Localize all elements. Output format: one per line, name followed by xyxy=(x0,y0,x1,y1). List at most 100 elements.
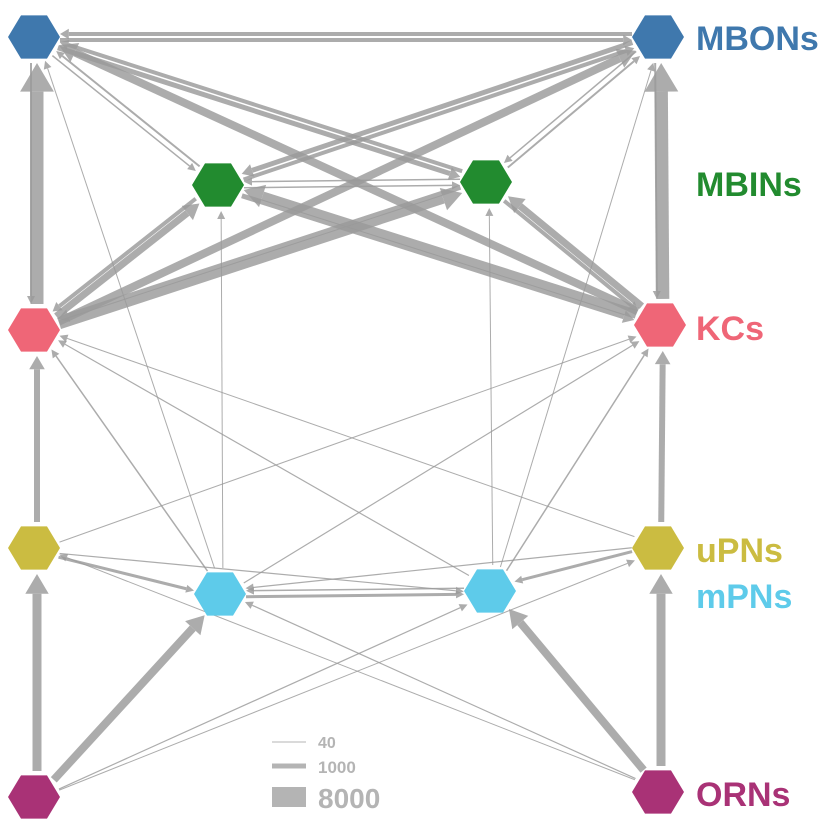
edge-arrowhead xyxy=(57,309,71,322)
edge-upn_l-to-kc_r xyxy=(59,335,637,543)
edge-arrowhead xyxy=(640,348,649,358)
edge-line xyxy=(67,42,463,174)
node-mpn_r[interactable] xyxy=(464,569,516,613)
edge-arrowhead xyxy=(60,28,69,40)
edge-arrowhead xyxy=(621,310,635,323)
edge-arrowhead xyxy=(631,56,641,65)
edge-orn_l-to-mpn_r xyxy=(58,604,468,790)
node-mbon_r[interactable] xyxy=(632,15,684,59)
edge-line xyxy=(66,337,635,538)
edge-arrowhead xyxy=(27,296,35,304)
edge-line xyxy=(251,604,636,780)
edge-orn_r-to-mpn_l xyxy=(244,601,636,780)
edge-line xyxy=(517,203,645,309)
edge-kc_r-to-mbon_r xyxy=(644,62,679,300)
edge-orn_l-to-upn_r xyxy=(59,559,635,791)
edge-mbin_r-to-mbon_r xyxy=(507,56,641,169)
edge-line xyxy=(59,562,628,791)
edge-arrowhead xyxy=(217,210,226,220)
edge-line xyxy=(59,338,630,543)
label-mpns: mPNs xyxy=(696,578,792,616)
edge-arrowhead xyxy=(624,46,635,56)
edge-line xyxy=(50,625,196,783)
edge-arrowhead xyxy=(244,601,254,609)
edge-line xyxy=(242,49,627,182)
node-mbon_l[interactable] xyxy=(8,15,60,59)
edge-mbon_l-to-kc_l xyxy=(27,63,35,304)
edge-mbon_l-to-mbin_l xyxy=(51,55,196,172)
edge-arrowhead xyxy=(485,207,494,217)
edge-mbon_r-to-mbin_l xyxy=(241,40,634,177)
edge-arrowhead xyxy=(241,164,255,177)
edge-mbin_l-to-mbon_l xyxy=(56,50,201,168)
edge-arrowhead xyxy=(58,340,67,348)
edge-arrowhead xyxy=(514,575,524,584)
edge-mbon_r-to-mbin_r xyxy=(503,50,637,163)
edge-upn_l-to-mpn_l xyxy=(58,555,195,593)
node-orn_r[interactable] xyxy=(632,770,684,814)
edge-line xyxy=(67,184,462,319)
edge-arrowhead xyxy=(187,162,196,172)
weight-legend: 40 1000 8000 xyxy=(272,735,380,814)
edge-arrowhead xyxy=(627,301,639,311)
edge-orn_r-to-mpn_r xyxy=(508,609,647,773)
edge-arrowhead xyxy=(20,63,54,92)
edge-line xyxy=(251,40,634,173)
edge-line xyxy=(58,194,445,330)
edge-line xyxy=(241,193,625,320)
edge-arrowhead xyxy=(623,34,632,46)
edge-arrowhead xyxy=(59,334,69,343)
edge-line xyxy=(57,45,451,176)
label-mbins: MBINs xyxy=(696,166,802,204)
edge-arrowhead xyxy=(29,356,45,370)
node-orn_l[interactable] xyxy=(8,775,60,819)
node-kc_r[interactable] xyxy=(634,303,686,347)
legend-label-1000: 1000 xyxy=(318,758,356,777)
label-mbons: MBONs xyxy=(696,20,819,58)
edge-line xyxy=(58,555,187,591)
edge-line xyxy=(220,218,224,568)
edge-line xyxy=(521,550,633,582)
edge-line xyxy=(66,557,636,781)
edge-line xyxy=(654,63,658,292)
edge-line xyxy=(654,91,670,300)
edge-mpn_l-to-kc_r xyxy=(243,341,640,584)
edge-arrowhead xyxy=(51,349,60,359)
node-mbin_r[interactable] xyxy=(460,160,512,204)
edge-line xyxy=(243,344,633,584)
edge-mbin_r-to-kc_l xyxy=(57,184,462,322)
edge-arrowhead xyxy=(43,60,52,70)
node-upn_r[interactable] xyxy=(632,526,684,570)
edge-line xyxy=(54,210,190,320)
edge-arrowhead xyxy=(59,39,70,50)
node-mbin_l[interactable] xyxy=(192,163,244,207)
edge-arrowhead xyxy=(185,584,195,593)
edge-line xyxy=(59,552,456,592)
edge-arrowhead xyxy=(25,574,49,594)
edge-kc_r-to-mbin_r xyxy=(507,196,645,309)
edge-mpn_l-to-kc_l xyxy=(51,349,209,572)
edge-mbin_l-to-mbon_r xyxy=(242,46,635,182)
label-kcs: KCs xyxy=(696,310,764,348)
edge-arrowhead xyxy=(649,574,673,594)
edge-line xyxy=(517,619,647,773)
edge-arrowhead xyxy=(458,604,468,612)
edge-arrowhead xyxy=(455,590,465,599)
edge-upn_r-to-mpn_r xyxy=(514,550,633,584)
edge-mbin_r-to-mbon_l xyxy=(59,39,463,174)
edge-arrowhead xyxy=(644,62,679,92)
node-kc_l[interactable] xyxy=(8,308,60,352)
node-mpn_l[interactable] xyxy=(194,572,246,616)
edge-mbin_l-to-mbin_r xyxy=(244,181,461,190)
node-upn_l[interactable] xyxy=(8,526,60,570)
edge-mpn_r-to-mbon_r xyxy=(499,62,655,568)
edge-line xyxy=(253,547,632,589)
edge-line xyxy=(509,50,637,159)
edge-mpn_r-to-mbin_r xyxy=(485,207,494,565)
edge-mpn_l-to-mbon_l xyxy=(43,60,216,569)
edge-line xyxy=(251,178,460,183)
edge-line xyxy=(499,70,652,568)
edge-arrowhead xyxy=(627,335,637,344)
edge-line xyxy=(73,48,640,316)
